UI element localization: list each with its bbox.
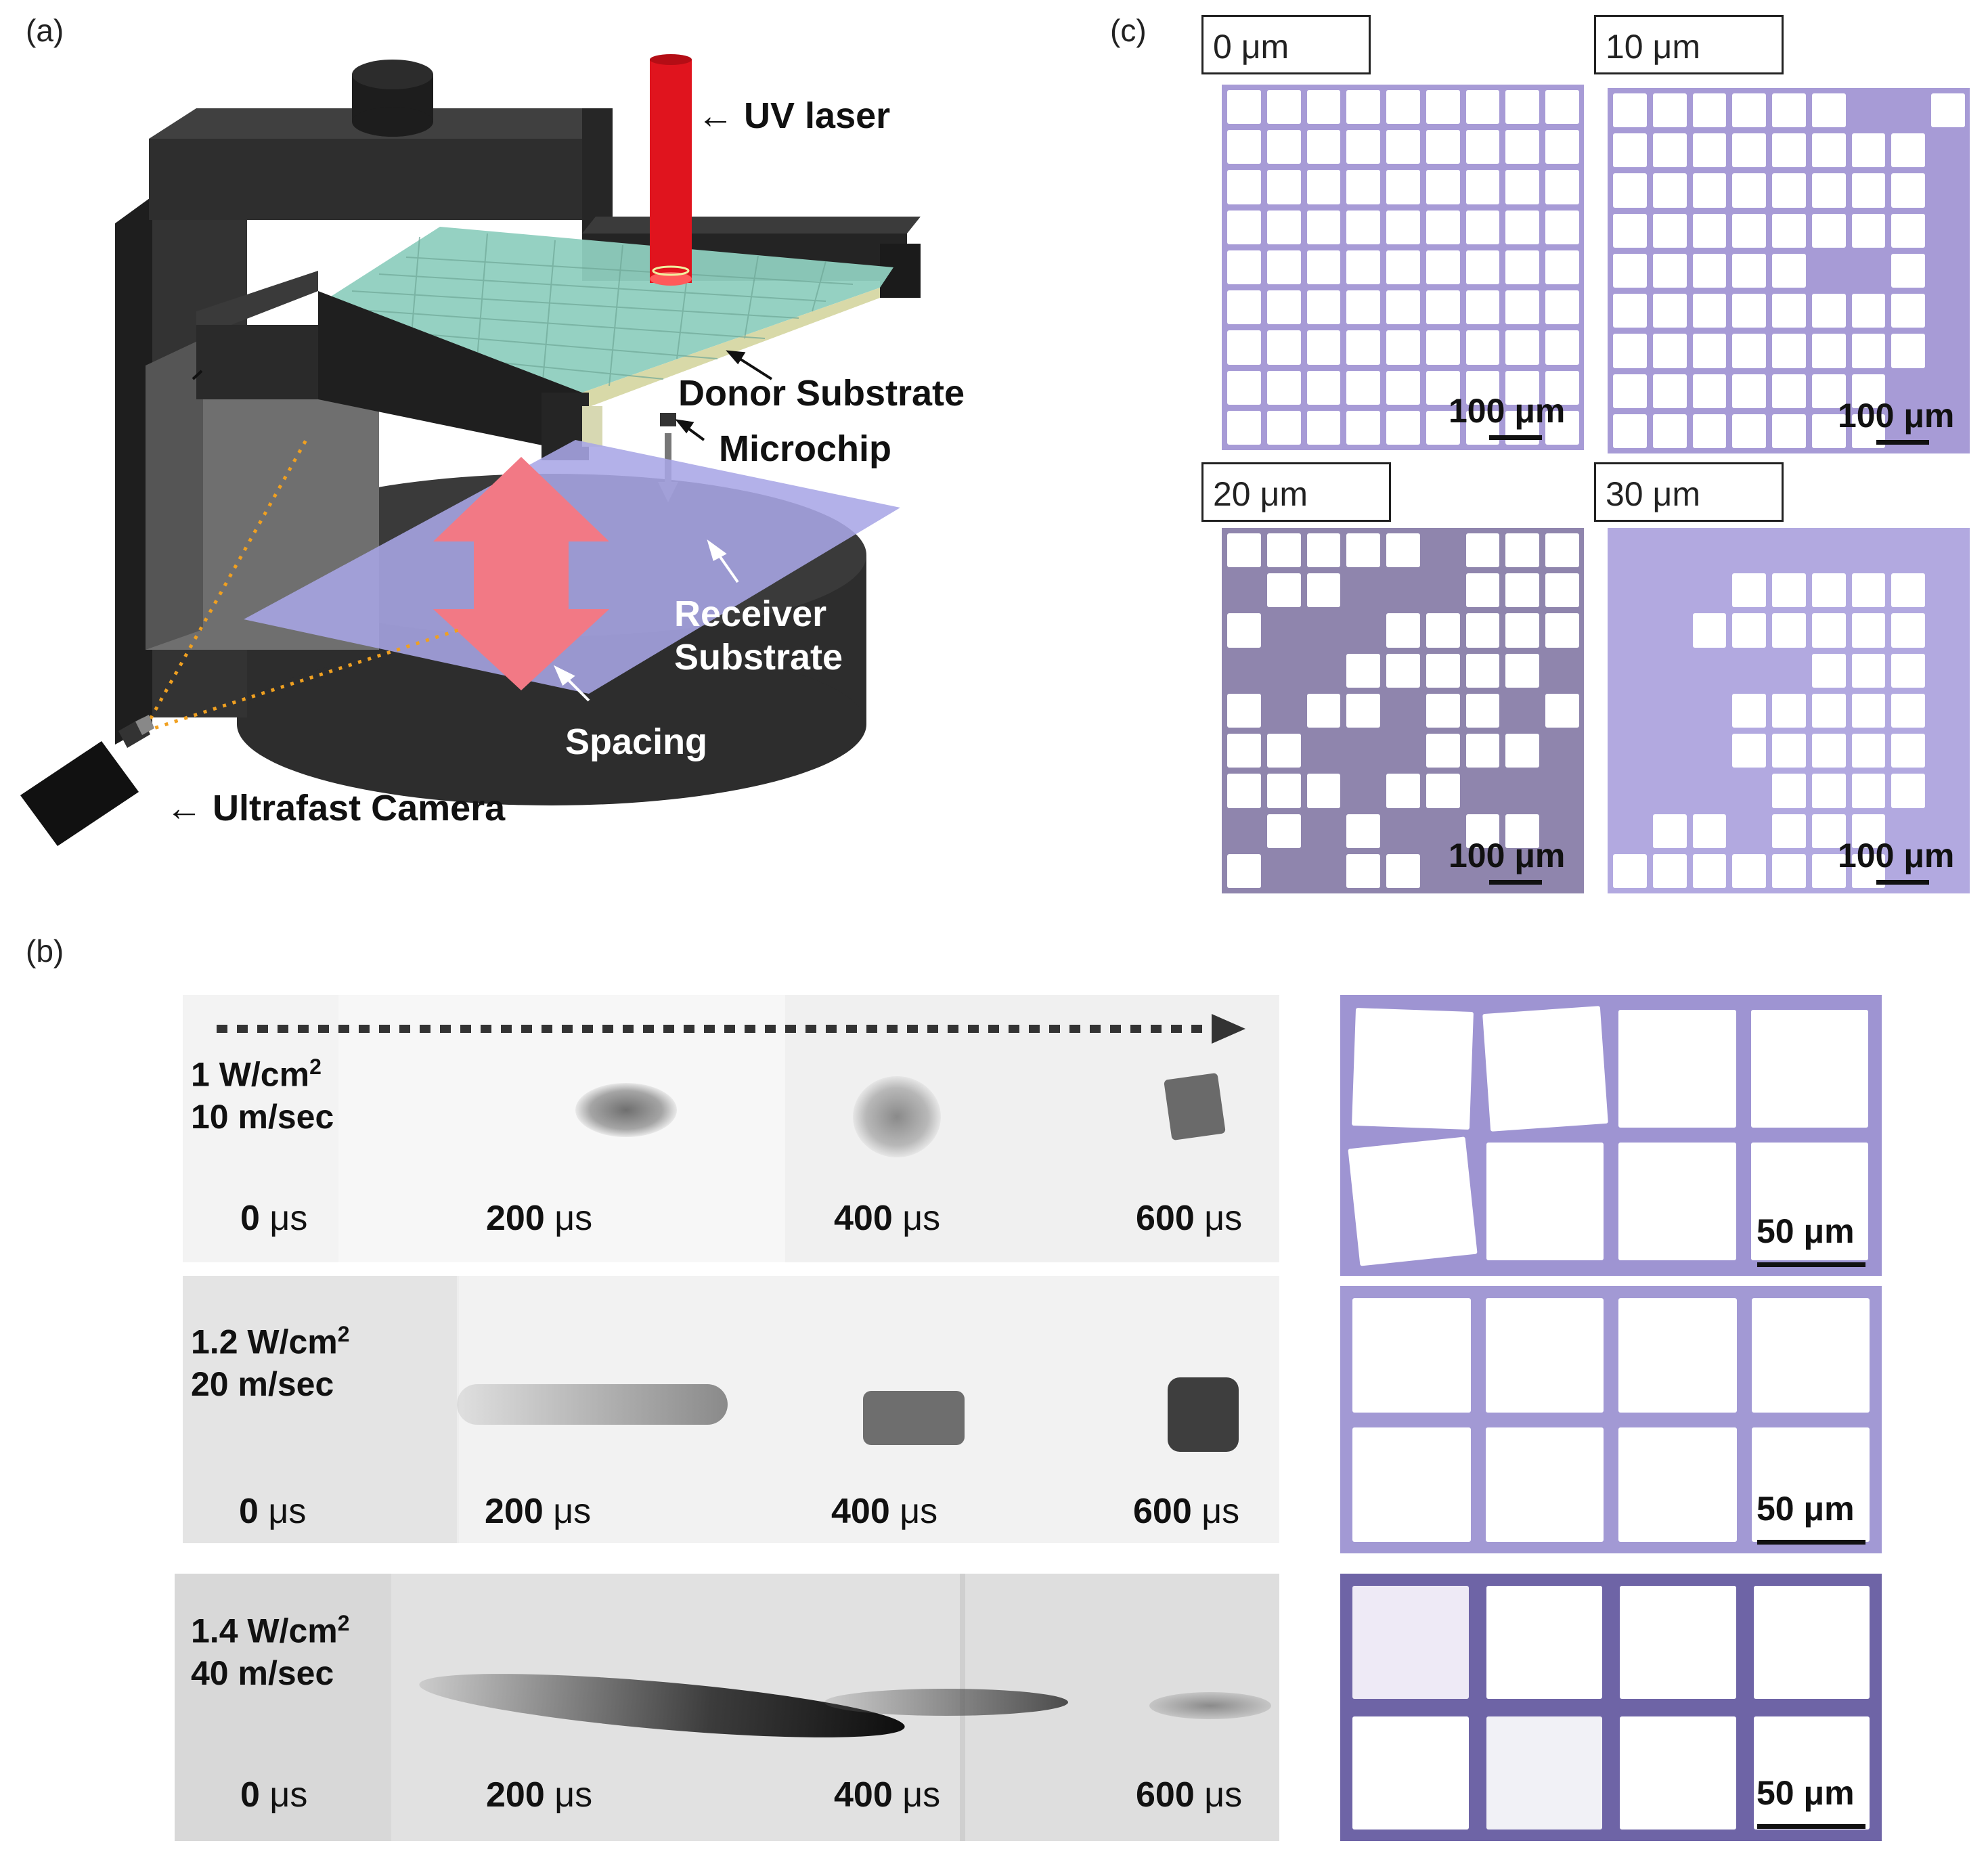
scale-bar — [1757, 1262, 1865, 1267]
camera-view-lines — [143, 435, 461, 733]
transfer-micrograph-row2 — [1340, 1286, 1882, 1553]
chip-array — [1352, 1298, 1870, 1542]
microchip-blob — [1168, 1377, 1239, 1452]
time-arrow — [217, 1014, 1245, 1044]
time-label: 0 μs — [239, 1492, 307, 1531]
spacing-label-0um: 0 μm — [1201, 15, 1371, 74]
scale-bar-label: 100 μm — [1838, 837, 1955, 874]
time-label: 200 μs — [485, 1492, 592, 1531]
microchip-blob — [1149, 1692, 1271, 1719]
scale-bar — [1489, 880, 1542, 885]
frame-back — [149, 108, 613, 244]
panel-label-a: (a) — [26, 13, 64, 48]
time-label: 400 μs — [834, 1775, 941, 1815]
microchip-blob — [575, 1083, 677, 1137]
scale-bar-label: 50 μm — [1757, 1490, 1855, 1528]
scale-bar — [1489, 435, 1542, 440]
microchip-blob — [457, 1384, 728, 1425]
uv-laser-beam — [650, 54, 692, 286]
time-label: 400 μs — [834, 1199, 941, 1238]
chip-array — [1613, 93, 1965, 448]
donor-substrate-label: Donor Substrate — [678, 373, 965, 414]
frame-strip-row2 — [183, 1276, 1279, 1543]
spacing-label: Spacing — [565, 722, 708, 762]
microchip-blob — [824, 1689, 1068, 1716]
chip-array — [1348, 1006, 1868, 1266]
time-label: 600 μs — [1136, 1775, 1243, 1815]
scale-bar — [1757, 1824, 1865, 1829]
microchip-blob — [1164, 1072, 1226, 1141]
spacing-label-10um: 10 μm — [1594, 15, 1784, 74]
scale-bar — [1757, 1540, 1865, 1545]
time-label: 400 μs — [831, 1492, 938, 1531]
time-label: 600 μs — [1136, 1199, 1243, 1238]
scale-bar-label: 100 μm — [1449, 837, 1566, 874]
transfer-micrograph-row1 — [1340, 995, 1882, 1276]
panel-label-b: (b) — [26, 933, 64, 969]
scale-bar-label: 100 μm — [1449, 392, 1566, 430]
micrograph-0um — [1222, 85, 1584, 450]
chip-array — [1227, 533, 1579, 888]
ultrafast-camera — [20, 715, 154, 846]
scale-bar-label: 50 μm — [1757, 1212, 1855, 1250]
frame-front-beam — [196, 271, 602, 460]
scale-bar-label: 50 μm — [1757, 1774, 1855, 1812]
panel-label-c: (c) — [1110, 13, 1147, 48]
time-label: 0 μs — [240, 1199, 308, 1238]
spacing-label-30um: 30 μm — [1594, 462, 1784, 522]
scale-bar-label: 100 μm — [1838, 397, 1955, 435]
microchip-blob — [853, 1076, 941, 1157]
time-label: 600 μs — [1133, 1492, 1240, 1531]
scale-bar — [1876, 880, 1929, 885]
time-label: 0 μs — [240, 1775, 308, 1815]
top-cylinder — [352, 60, 433, 137]
chip-array — [1613, 533, 1965, 888]
chip-array — [1227, 90, 1579, 445]
transfer-micrograph-row3 — [1340, 1574, 1882, 1841]
uv-laser-label: ← UV laser — [697, 95, 891, 136]
micrograph-20um — [1222, 528, 1584, 893]
frame-strip-row1 — [183, 995, 1279, 1262]
receiver-substrate — [244, 440, 900, 694]
scale-bar — [1876, 440, 1929, 445]
spacing-label-20um: 20 μm — [1201, 462, 1391, 522]
spacing-arrow — [433, 457, 609, 690]
time-label: 200 μs — [486, 1775, 593, 1815]
ultrafast-camera-label: ← Ultrafast Camera — [166, 788, 506, 828]
micrograph-30um — [1608, 528, 1970, 893]
frame-strip-row3 — [175, 1574, 1279, 1841]
microchip-blob — [863, 1391, 965, 1445]
microchip-label: Microchip — [719, 428, 892, 469]
time-label: 200 μs — [486, 1199, 593, 1238]
micrograph-10um — [1608, 88, 1970, 453]
chip-array — [1352, 1586, 1870, 1830]
setup-schematic — [20, 54, 921, 846]
